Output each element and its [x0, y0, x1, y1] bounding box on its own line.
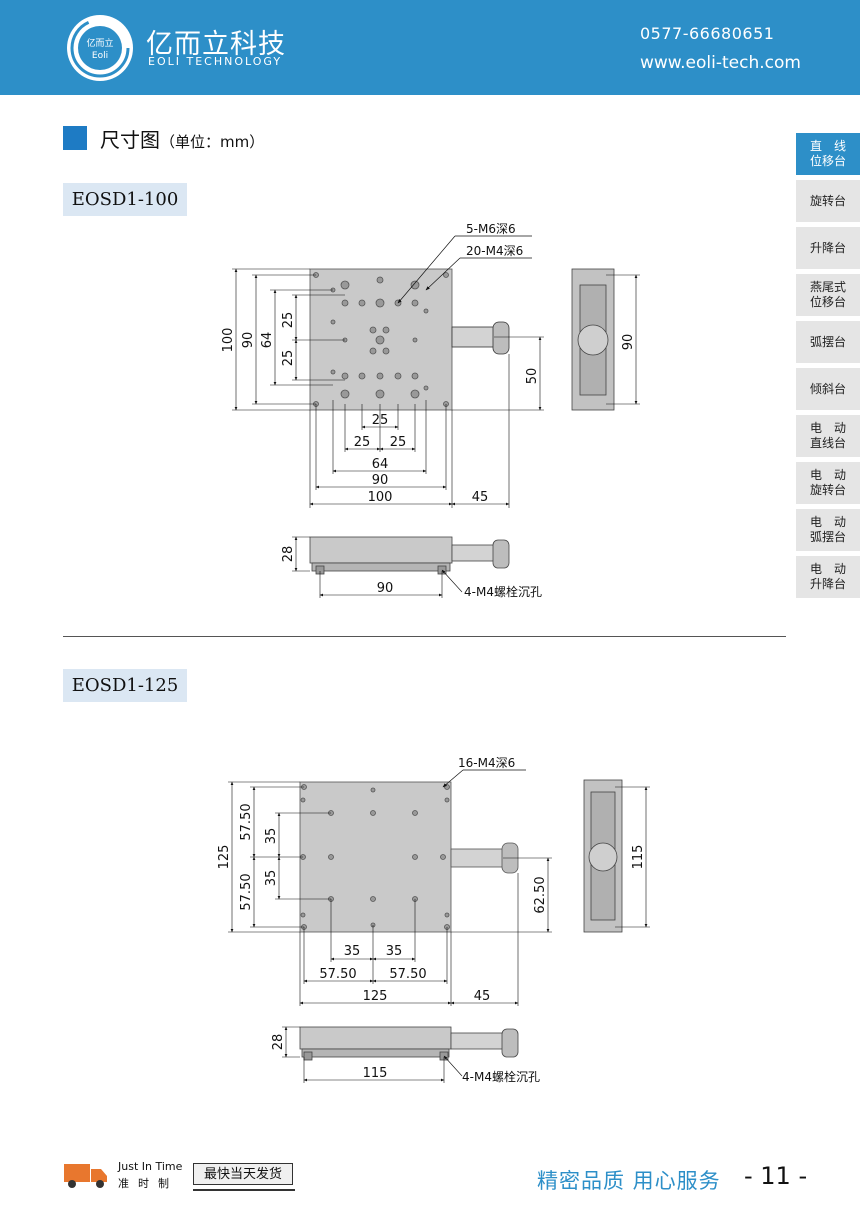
website-link[interactable]: www.eoli-tech.com — [640, 53, 801, 73]
tab-goniometer[interactable]: 弧摆台 — [796, 321, 860, 363]
tab-label: 电 动 — [809, 562, 846, 576]
section-unit: （单位：mm） — [160, 133, 265, 151]
fast-ship-underline — [193, 1189, 295, 1191]
jit-label-en: Just In Time — [118, 1160, 183, 1173]
tab-label: 电 动 — [809, 421, 846, 435]
dim-57-50-lower: 57.50 — [239, 873, 254, 910]
dim-45-knob: 45 — [472, 490, 489, 505]
section-marker — [63, 126, 87, 150]
tab-label: 直 线 — [809, 139, 846, 153]
drawing-eosd1-125: 16-M4深6 125 57.50 57.50 35 35 35 35 57.5… — [217, 756, 650, 1084]
dim-125-vertical: 125 — [217, 845, 232, 870]
dim-25-left: 25 — [354, 435, 371, 450]
jit-label-cn: 准时制 — [118, 1177, 178, 1190]
tab-label: 旋转台 — [809, 483, 846, 497]
tab-label: 升降台 — [809, 577, 846, 591]
dim-25-center: 25 — [372, 413, 389, 428]
tab-label: 位移台 — [809, 295, 846, 309]
hole-note-m4-125: 16-M4深6 — [458, 756, 515, 770]
dim-28-height: 28 — [281, 546, 296, 563]
tab-label: 倾斜台 — [809, 381, 846, 396]
tab-lab-jack[interactable]: 升降台 — [796, 227, 860, 269]
dim-115-side: 115 — [631, 845, 646, 870]
tab-label: 升降台 — [809, 240, 846, 255]
tab-tilt-stage[interactable]: 倾斜台 — [796, 368, 860, 410]
tab-rotary-stage[interactable]: 旋转台 — [796, 180, 860, 222]
tab-label: 弧摆台 — [809, 530, 846, 544]
dim-57-50-upper: 57.50 — [239, 803, 254, 840]
bolt-note-100: 4-M4螺栓沉孔 — [464, 584, 542, 599]
dim-64-vertical: 64 — [260, 332, 275, 349]
tab-linear-stage[interactable]: 直 线位移台 — [796, 133, 860, 175]
model-tag-eosd1-125: EOSD1-125 — [63, 669, 187, 702]
section-title: 尺寸图（单位：mm） — [100, 124, 264, 153]
dim-28-height-125: 28 — [271, 1034, 286, 1051]
dim-64-horizontal: 64 — [372, 457, 389, 472]
brand-name-cn: 亿而立科技 — [146, 29, 286, 60]
section-title-text: 尺寸图 — [100, 128, 160, 152]
dim-25-right: 25 — [390, 435, 407, 450]
dim-57-50-left: 57.50 — [319, 967, 356, 982]
brand-name-en: EOLI TECHNOLOGY — [148, 55, 283, 68]
fast-ship-badge: 最快当天发货 — [193, 1163, 293, 1185]
tab-label: 电 动 — [809, 515, 846, 529]
bolt-note-125: 4-M4螺栓沉孔 — [462, 1069, 540, 1084]
dim-45-knob-125: 45 — [474, 989, 491, 1004]
tab-label: 旋转台 — [809, 193, 846, 208]
dim-100-horizontal: 100 — [368, 490, 393, 505]
tab-label: 弧摆台 — [809, 334, 846, 349]
dim-125-horizontal: 125 — [363, 989, 388, 1004]
hole-note-m4: 20-M4深6 — [466, 244, 523, 258]
dim-90-side: 90 — [621, 334, 636, 351]
tab-label: 电 动 — [809, 468, 846, 482]
footer-slogan: 精密品质 用心服务 — [537, 1169, 721, 1193]
dim-100-vertical: 100 — [221, 328, 236, 353]
eoli-logo: 亿而立 Eoli — [67, 15, 133, 81]
truck-icon — [64, 1164, 107, 1188]
tab-label: 燕尾式 — [809, 280, 846, 294]
logo-text-cn: 亿而立 — [86, 37, 113, 49]
tab-motorized-lift[interactable]: 电 动升降台 — [796, 556, 860, 598]
logo-text-en: Eoli — [92, 51, 108, 61]
model-tag-eosd1-100: EOSD1-100 — [63, 183, 187, 216]
dim-25-lower: 25 — [281, 350, 296, 367]
dim-115-base: 115 — [363, 1066, 388, 1081]
category-tabs: 直 线位移台 旋转台 升降台 燕尾式位移台 弧摆台 倾斜台 电 动直线台 电 动… — [796, 133, 860, 603]
dim-90-base: 90 — [377, 581, 394, 596]
drawing-eosd1-100: 5-M6深6 20-M4深6 100 90 64 25 25 25 25 25 … — [221, 222, 640, 599]
tab-dovetail-stage[interactable]: 燕尾式位移台 — [796, 274, 860, 316]
dim-35-left: 35 — [344, 944, 361, 959]
dim-35-lower: 35 — [264, 870, 279, 887]
dim-62-50-knob: 62.50 — [533, 876, 548, 913]
dim-35-right: 35 — [386, 944, 403, 959]
tab-motorized-goniometer[interactable]: 电 动弧摆台 — [796, 509, 860, 551]
tab-motorized-rotary[interactable]: 电 动旋转台 — [796, 462, 860, 504]
phone-number: 0577-66680651 — [640, 24, 775, 43]
dim-90-horizontal: 90 — [372, 473, 389, 488]
dim-35-upper: 35 — [264, 828, 279, 845]
dim-90-vertical: 90 — [241, 332, 256, 349]
dim-25-upper: 25 — [281, 312, 296, 329]
page-header: 亿而立 Eoli 亿而立科技 EOLI TECHNOLOGY 0577-6668… — [0, 0, 860, 95]
tab-label: 直线台 — [809, 436, 846, 450]
section-divider — [63, 636, 786, 637]
page-number: - 11 - — [744, 1162, 808, 1190]
hole-note-m6: 5-M6深6 — [466, 222, 516, 236]
dim-57-50-right: 57.50 — [389, 967, 426, 982]
dim-50-knob: 50 — [525, 368, 540, 385]
tab-motorized-linear[interactable]: 电 动直线台 — [796, 415, 860, 457]
tab-label: 位移台 — [809, 154, 846, 168]
